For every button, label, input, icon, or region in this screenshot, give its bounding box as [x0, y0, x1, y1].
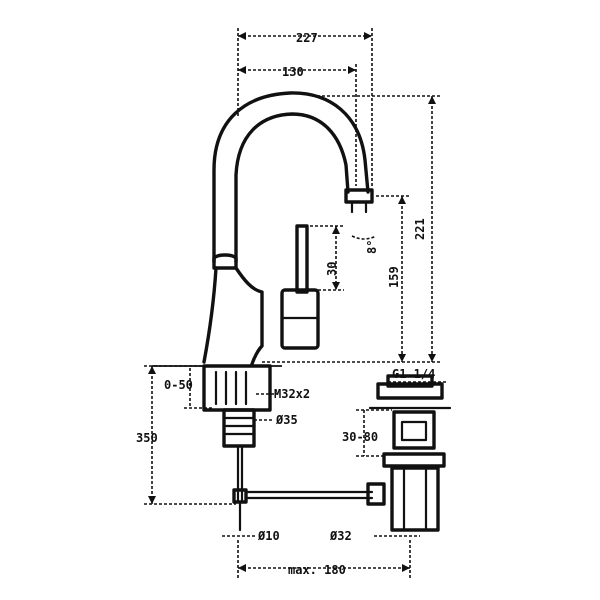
- lever-stem: [295, 224, 309, 294]
- dim-plug-diameter: Ø10: [257, 529, 280, 543]
- body-left: [202, 266, 218, 364]
- dim-drain-range: 30-80: [342, 430, 378, 444]
- arrow: [364, 32, 372, 40]
- arrow: [332, 282, 340, 290]
- dim-hose-length: 350: [136, 431, 158, 445]
- arrow: [428, 354, 436, 362]
- drain-flange: [376, 382, 444, 400]
- body-right: [234, 266, 264, 366]
- shank: [222, 408, 256, 448]
- drain-cap: [386, 374, 434, 388]
- collar-ring: [212, 253, 238, 270]
- popup-rod: [236, 444, 244, 502]
- drain-pipe: [390, 466, 440, 532]
- dim-drain-thread: G1 1/4: [392, 367, 435, 381]
- drain-body-top: [392, 410, 436, 450]
- rod-clip: [232, 488, 248, 504]
- arrow: [238, 32, 246, 40]
- arrow: [148, 496, 156, 504]
- arrow: [238, 66, 246, 74]
- drain-window: [400, 420, 428, 442]
- arrow: [348, 66, 356, 74]
- dim-drain-outlet: Ø32: [329, 529, 352, 543]
- dim-outlet-height: 159: [387, 266, 401, 288]
- linkage-nut: [366, 482, 386, 506]
- dim-max-length: max. 180: [288, 563, 346, 577]
- aerator: [344, 188, 374, 204]
- aerator-outlet: [350, 200, 368, 214]
- spout-inner: [234, 112, 350, 264]
- dim-angle-arc: [351, 235, 377, 240]
- arrow: [398, 354, 406, 362]
- arrow: [148, 366, 156, 374]
- dim-spout-reach: 130: [282, 65, 304, 79]
- arrow: [398, 196, 406, 204]
- dim-thread: M32x2: [274, 387, 310, 401]
- dim-deck-thickness: 0-50: [164, 378, 193, 392]
- arrow: [428, 96, 436, 104]
- dim-overall-width: 227: [296, 31, 318, 45]
- dim-hole-diameter: Ø35: [275, 413, 298, 427]
- dim-handle-height: 30: [325, 262, 339, 276]
- drain-lock-nut: [382, 452, 446, 468]
- arrow: [238, 564, 246, 572]
- arrow: [332, 226, 340, 234]
- arrow: [402, 564, 410, 572]
- dim-angle: 8°: [365, 240, 379, 254]
- dim-total-height: 221: [413, 218, 427, 240]
